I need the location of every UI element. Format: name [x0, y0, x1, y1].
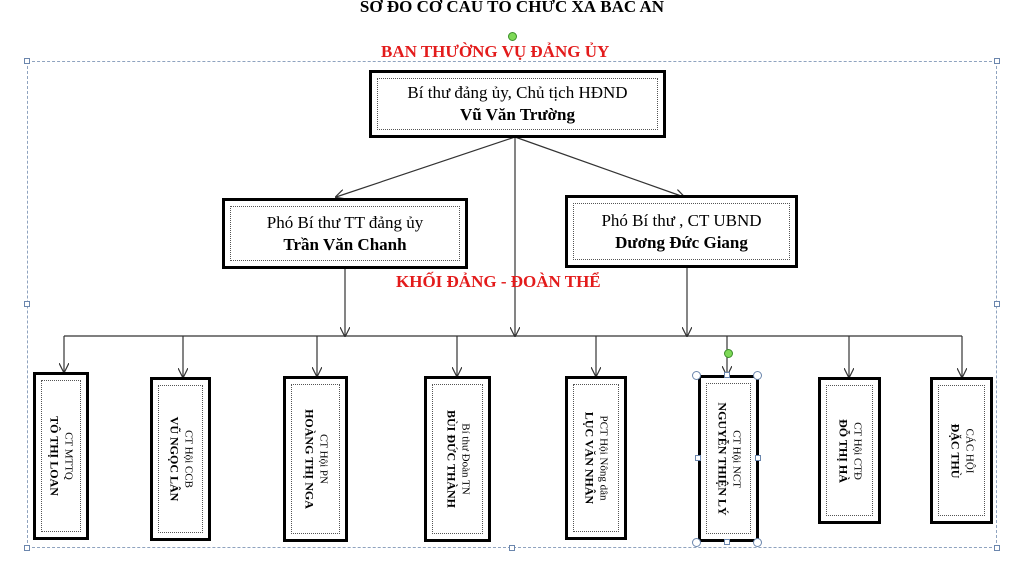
leader-name: Trần Văn Chanh: [283, 234, 407, 254]
unit-box[interactable]: CT Hội CCB VŨ NGỌC LÂN: [150, 377, 211, 541]
leader-box-secretary[interactable]: Bí thư đảng ủy, Chủ tịch HĐND Vũ Văn Trư…: [369, 70, 666, 138]
rotate-handle[interactable]: [508, 32, 517, 41]
resize-handle-selected-right[interactable]: [755, 455, 761, 461]
unit-box[interactable]: CÁC HỘI ĐẶC THÙ: [930, 377, 993, 524]
unit-box[interactable]: CT Hội PN HOÀNG THỊ NGA: [283, 376, 348, 542]
resize-handle-selected-br[interactable]: [753, 538, 762, 547]
leader-role: Bí thư đảng ủy, Chủ tịch HĐND: [407, 83, 628, 102]
resize-handle-selected-tr[interactable]: [753, 371, 762, 380]
resize-handle-bottom-left[interactable]: [24, 545, 30, 551]
resize-handle-selected-top[interactable]: [724, 372, 730, 378]
leader-role: Phó Bí thư TT đảng ủy: [266, 212, 424, 232]
section-heading-standing-committee: BAN THƯỜNG VỤ ĐẢNG ỦY: [381, 42, 610, 61]
leader-box-deputy-secretary[interactable]: Phó Bí thư TT đảng ủy Trần Văn Chanh: [222, 198, 468, 269]
leader-box-commune-chairman[interactable]: Phó Bí thư , CT UBND Dương Đức Giang: [565, 195, 798, 268]
unit-box[interactable]: PCT Hội Nông dân LỤC VĂN NHÂN: [565, 376, 627, 540]
unit-role: CT Hội CCB: [182, 430, 194, 488]
resize-handle-right[interactable]: [994, 301, 1000, 307]
resize-handle-bottom[interactable]: [509, 545, 515, 551]
resize-handle-selected-left[interactable]: [695, 455, 701, 461]
resize-handle-selected-bottom[interactable]: [724, 539, 730, 545]
unit-role: CT Hội NCT: [730, 429, 742, 488]
resize-handle-selected-bl[interactable]: [692, 538, 701, 547]
unit-box[interactable]: Bí thư Đoàn TN BÙI ĐỨC THÀNH: [424, 376, 491, 542]
unit-name: ĐỖ THỊ HÀ: [836, 418, 850, 483]
section-heading-party-unions: KHỐI ĐẢNG - ĐOÀN THỂ: [396, 272, 601, 291]
resize-handle-top-right[interactable]: [994, 58, 1000, 64]
unit-role: CT MTTQ: [62, 432, 75, 480]
unit-role: Bí thư Đoàn TN: [459, 423, 471, 495]
chart-title: SƠ ĐỒ CƠ CẤU TỔ CHỨC XÃ BẮC AN: [359, 0, 665, 16]
unit-box[interactable]: CT Hội CTĐ ĐỖ THỊ HÀ: [818, 377, 881, 524]
unit-name: ĐẶC THÙ: [948, 423, 962, 478]
unit-name: LỤC VĂN NHÂN: [582, 411, 597, 505]
leader-name: Dương Đức Giang: [615, 232, 748, 252]
resize-handle-selected-tl[interactable]: [692, 371, 701, 380]
unit-role: PCT Hội Nông dân: [597, 415, 610, 501]
unit-role: CÁC HỘI: [963, 428, 975, 473]
resize-handle-left[interactable]: [24, 301, 30, 307]
unit-name: TÔ THỊ LOAN: [47, 416, 62, 496]
unit-name: HOÀNG THỊ NGA: [302, 409, 316, 509]
rotate-handle-selected[interactable]: [724, 349, 733, 358]
unit-name: VŨ NGỌC LÂN: [167, 416, 181, 502]
unit-name: NGUYỄN THIỆN LÝ: [715, 401, 729, 516]
resize-handle-bottom-right[interactable]: [994, 545, 1000, 551]
unit-box-selected[interactable]: CT Hội NCT NGUYỄN THIỆN LÝ: [698, 375, 759, 542]
unit-box[interactable]: CT MTTQ TÔ THỊ LOAN: [33, 372, 89, 540]
leader-name: Vũ Văn Trường: [459, 105, 576, 124]
resize-handle-top-left[interactable]: [24, 58, 30, 64]
unit-role: CT Hội PN: [317, 434, 329, 484]
unit-role: CT Hội CTĐ: [851, 421, 863, 480]
unit-name: BÙI ĐỨC THÀNH: [444, 409, 458, 509]
leader-role: Phó Bí thư , CT UBND: [601, 210, 762, 230]
